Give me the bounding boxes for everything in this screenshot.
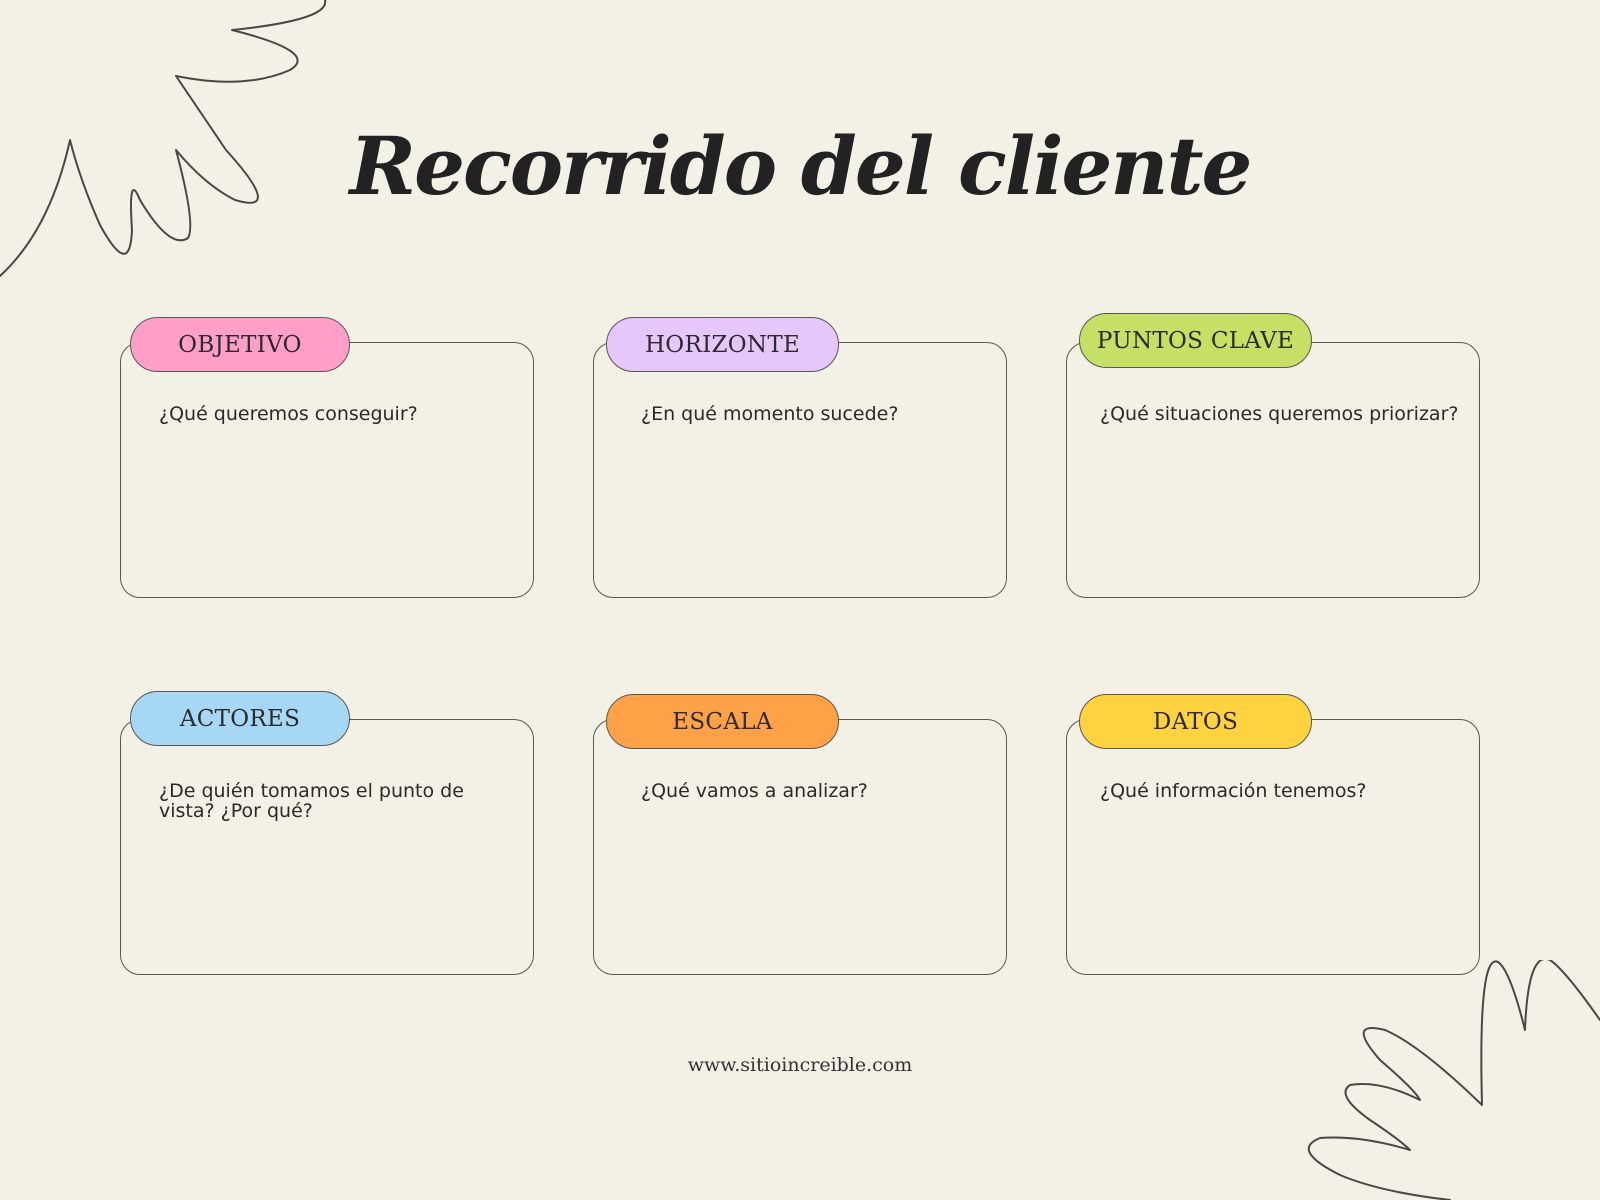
card-datos xyxy=(1066,719,1480,975)
card-escala xyxy=(593,719,1007,975)
card-puntos-clave xyxy=(1066,342,1480,598)
tab-actores: ACTORES xyxy=(130,691,350,746)
card-objetivo xyxy=(120,342,534,598)
tab-objetivo: OBJETIVO xyxy=(130,317,350,372)
question-horizonte: ¿En qué momento sucede? xyxy=(641,403,899,425)
question-objetivo: ¿Qué queremos conseguir? xyxy=(159,403,418,425)
question-escala: ¿Qué vamos a analizar? xyxy=(641,780,868,802)
tab-puntos-clave: PUNTOS CLAVE xyxy=(1079,313,1312,368)
question-actores: ¿De quién tomamos el punto de vista? ¿Po… xyxy=(159,780,464,822)
tab-escala: ESCALA xyxy=(606,694,839,749)
card-actores xyxy=(120,719,534,975)
tab-datos: DATOS xyxy=(1079,694,1312,749)
page-title: Recorrido del cliente xyxy=(349,119,1253,213)
tab-horizonte: HORIZONTE xyxy=(606,317,839,372)
card-horizonte xyxy=(593,342,1007,598)
footer-website: www.sitioincreible.com xyxy=(687,1054,913,1076)
decorative-flower-bottom-right xyxy=(1307,960,1600,1200)
question-datos: ¿Qué información tenemos? xyxy=(1100,780,1367,802)
question-puntos-clave: ¿Qué situaciones queremos priorizar? xyxy=(1100,403,1459,425)
